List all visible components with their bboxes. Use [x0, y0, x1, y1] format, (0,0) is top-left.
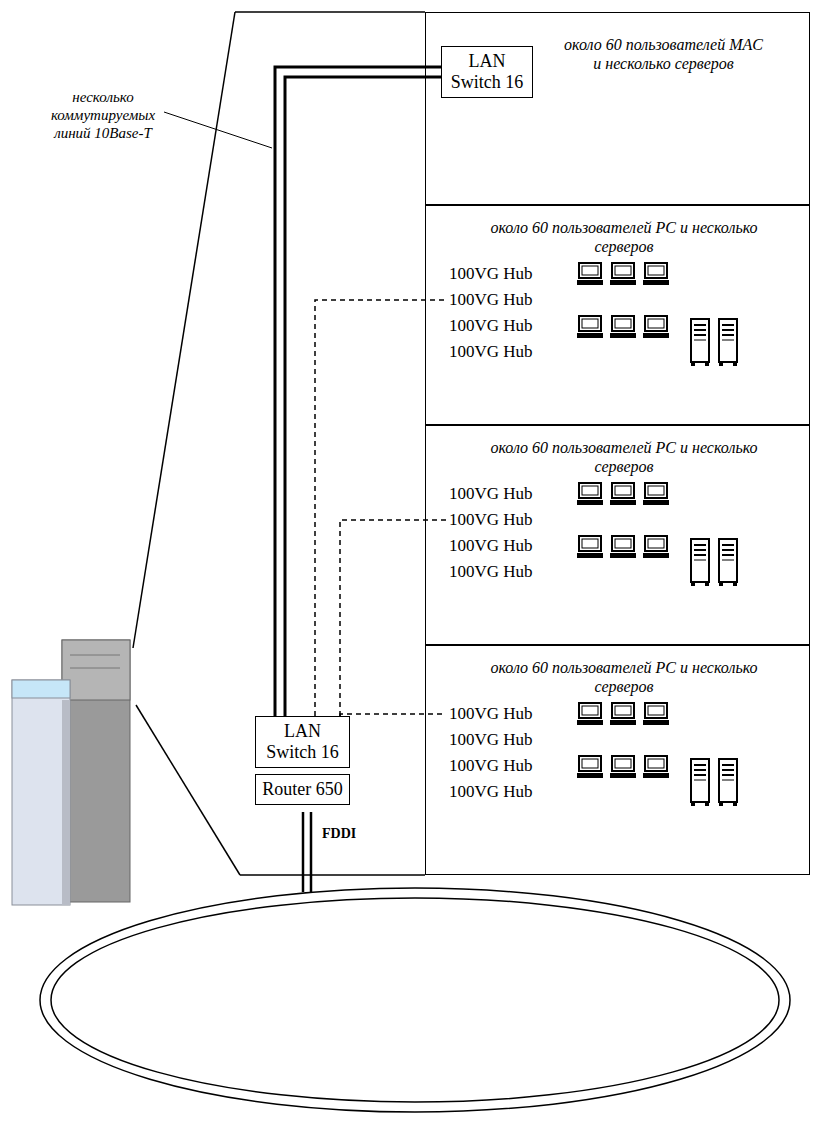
- hub-name: 100VG Hub: [449, 264, 533, 284]
- pc-icon: [643, 703, 669, 725]
- pc-icon: [577, 756, 603, 778]
- floor-heading: около 60 пользователей PC и несколько се…: [488, 658, 760, 696]
- box-label: LAN Switch 16: [448, 51, 526, 93]
- hub-label: 100VG Hub: [446, 703, 536, 725]
- pc-icon: [577, 316, 603, 338]
- floor-heading: около 60 пользователей MAC и несколько с…: [561, 35, 766, 73]
- hub-label: 100VG Hub: [446, 561, 536, 583]
- hub-label: 100VG Hub: [446, 315, 536, 337]
- pc-icon: [610, 703, 636, 725]
- pc-icon: [643, 483, 669, 505]
- leader-line: [164, 112, 272, 148]
- connector-path: [315, 300, 446, 716]
- hub-label: 100VG Hub: [446, 755, 536, 777]
- line-note: несколько коммутируемых линий 10Base-T: [42, 88, 164, 142]
- building-outline: [133, 12, 425, 875]
- hub-label: 100VG Hub: [446, 483, 536, 505]
- fddi-ring: [40, 888, 790, 1112]
- hub-name: 100VG Hub: [449, 730, 533, 750]
- main-server: [12, 640, 130, 905]
- hub-label: 100VG Hub: [446, 781, 536, 803]
- server-icon: [719, 539, 737, 586]
- hub-label: 100VG Hub: [446, 341, 536, 363]
- floor-heading: около 60 пользователей PC и несколько се…: [488, 218, 760, 256]
- connector-path: [340, 520, 446, 716]
- hub-name: 100VG Hub: [449, 510, 533, 530]
- pc-icon: [643, 263, 669, 285]
- hub-label: 100VG Hub: [446, 535, 536, 557]
- workstations: [577, 263, 737, 806]
- hub-link: [315, 300, 446, 716]
- hub-name: 100VG Hub: [449, 290, 533, 310]
- hub-name: 100VG Hub: [449, 562, 533, 582]
- floor-heading: около 60 пользователей PC и несколько се…: [488, 438, 760, 476]
- switch-box: LAN Switch 16: [255, 716, 350, 768]
- hub-label: 100VG Hub: [446, 289, 536, 311]
- hub-name: 100VG Hub: [449, 782, 533, 802]
- hub-name: 100VG Hub: [449, 342, 533, 362]
- box-label: Router 650: [262, 779, 343, 800]
- connector-path: [340, 714, 446, 716]
- floor-band: около 60 пользователей PC и несколько се…: [425, 425, 810, 645]
- pc-icon: [610, 316, 636, 338]
- server-icon: [691, 539, 709, 586]
- connector-path: [285, 77, 441, 716]
- server-icon: [719, 759, 737, 806]
- server-icon: [691, 319, 709, 366]
- hub-name: 100VG Hub: [449, 484, 533, 504]
- floor-band: около 60 пользователей PC и несколько се…: [425, 205, 810, 425]
- pc-icon: [610, 536, 636, 558]
- floor-band: около 60 пользователей MAC и несколько с…: [425, 12, 810, 205]
- switch-box: LAN Switch 16: [441, 46, 533, 98]
- pc-icon: [643, 536, 669, 558]
- box-label: LAN Switch 16: [262, 721, 343, 763]
- hub-label: 100VG Hub: [446, 729, 536, 751]
- hub-name: 100VG Hub: [449, 756, 533, 776]
- pc-icon: [577, 483, 603, 505]
- hub-name: 100VG Hub: [449, 316, 533, 336]
- connector-path: [275, 67, 441, 716]
- fddi-link: [303, 812, 311, 892]
- floor-band: около 60 пользователей PC и несколько се…: [425, 645, 810, 875]
- hub-label: 100VG Hub: [446, 263, 536, 285]
- hub-link: [340, 714, 446, 716]
- pc-icon: [577, 263, 603, 285]
- pc-icon: [643, 316, 669, 338]
- pc-icon: [610, 263, 636, 285]
- server-icon: [719, 319, 737, 366]
- pc-icon: [610, 483, 636, 505]
- hub-name: 100VG Hub: [449, 704, 533, 724]
- pc-icon: [610, 756, 636, 778]
- hub-name: 100VG Hub: [449, 536, 533, 556]
- hub-label: 100VG Hub: [446, 509, 536, 531]
- router-box: Router 650: [255, 774, 350, 805]
- trunk-line: [275, 67, 441, 716]
- ring-label: FDDI: [320, 826, 358, 842]
- pc-icon: [577, 703, 603, 725]
- pc-icon: [643, 756, 669, 778]
- server-icon: [691, 759, 709, 806]
- hub-link: [340, 520, 446, 716]
- pc-icon: [577, 536, 603, 558]
